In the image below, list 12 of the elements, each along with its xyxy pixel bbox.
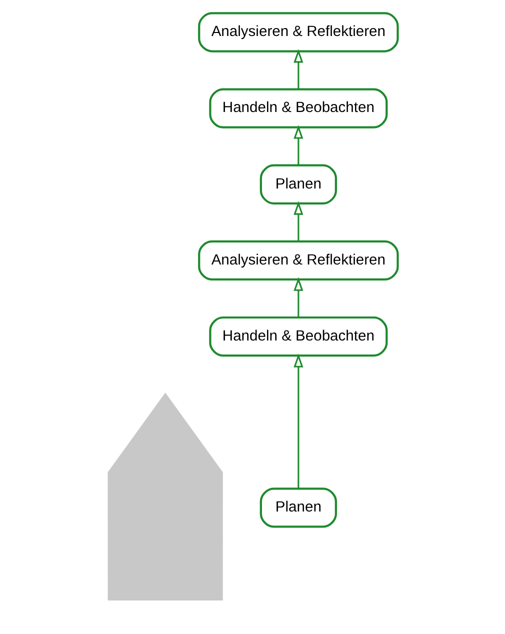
arrow xyxy=(293,124,303,165)
node-box: Analysieren & Reflektieren xyxy=(198,12,398,52)
arrow xyxy=(293,276,303,317)
arrow xyxy=(293,48,303,88)
node-box: Planen xyxy=(259,487,336,528)
node-box: Analysieren & Reflektieren xyxy=(198,240,398,280)
arrow xyxy=(293,200,303,241)
node-arrow xyxy=(107,392,222,600)
arrow xyxy=(293,353,303,488)
node-box: Handeln & Beobachten xyxy=(208,88,388,128)
node-box: Handeln & Beobachten xyxy=(208,316,388,356)
node-box: Planen xyxy=(259,164,336,204)
